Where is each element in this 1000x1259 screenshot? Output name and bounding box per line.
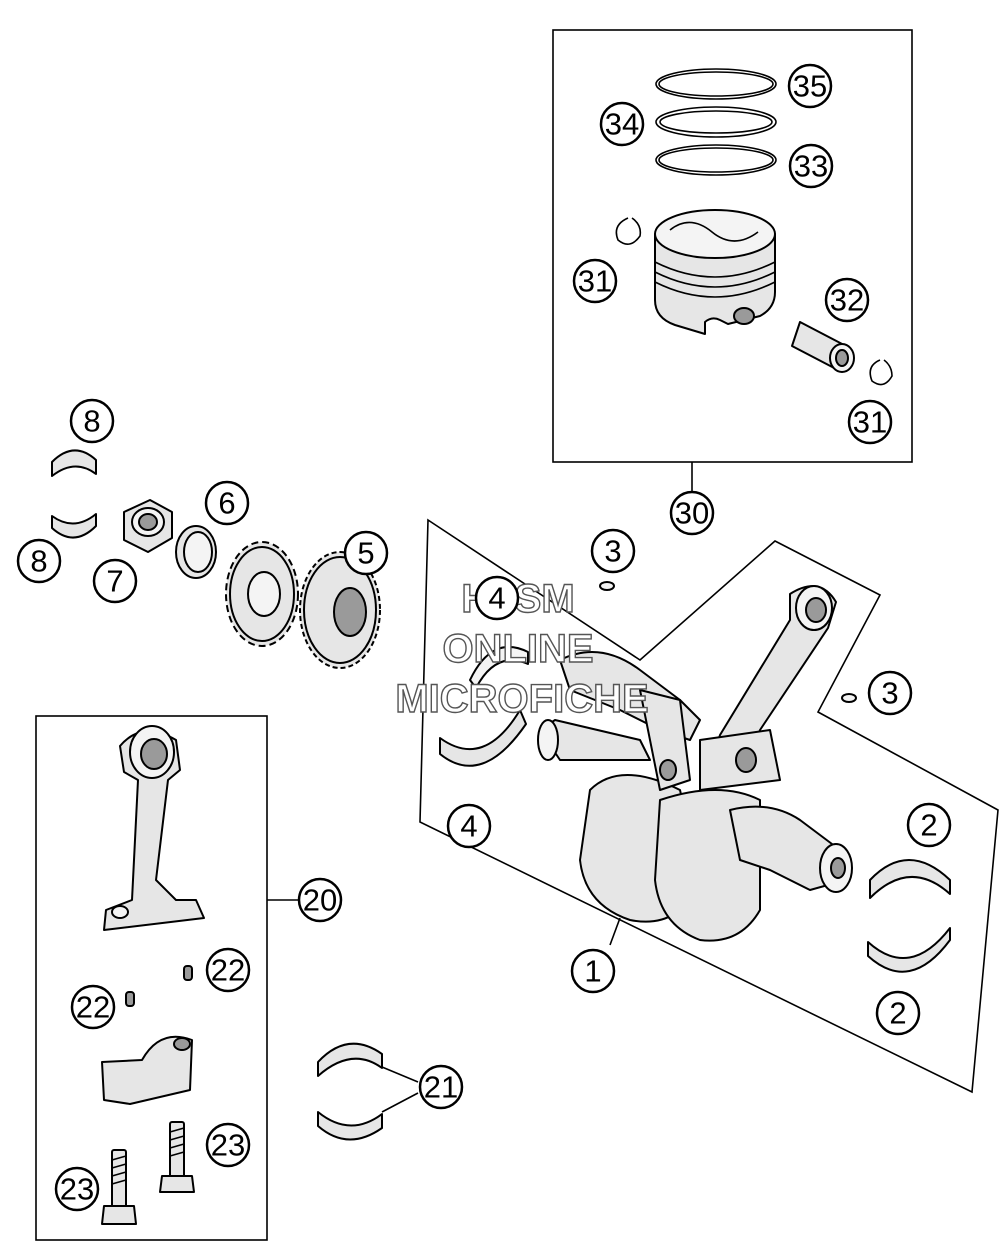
- callout-33[interactable]: 33: [788, 143, 834, 189]
- callout-30[interactable]: 30: [669, 490, 715, 536]
- piston-group-frame: [552, 29, 913, 463]
- callout-22-right-label: 22: [211, 953, 245, 988]
- main-bearing-shell-right-upper: [869, 859, 951, 899]
- piston-rings: [655, 68, 777, 176]
- callout-20[interactable]: 20: [297, 877, 343, 923]
- callout-4-lower-label: 4: [460, 809, 477, 844]
- callout-2-lower-label: 2: [889, 996, 906, 1031]
- callout-31-lower[interactable]: 31: [847, 399, 893, 445]
- piston: [654, 209, 776, 335]
- callout-31-upper-label: 31: [578, 264, 612, 299]
- callout-3-upper-label: 3: [604, 534, 621, 569]
- callout-3-upper[interactable]: 3: [590, 528, 636, 574]
- main-bearing-shell-left-upper: [469, 645, 529, 689]
- callout-3-right[interactable]: 3: [867, 670, 913, 716]
- callout-2-lower[interactable]: 2: [875, 990, 921, 1036]
- callout-32-label: 32: [830, 283, 864, 318]
- piston-pin-circlips: [615, 217, 893, 386]
- rod-cap-detail: [101, 1035, 193, 1105]
- callout-5-label: 5: [357, 536, 374, 571]
- callout-31-lower-label: 31: [853, 405, 887, 440]
- washer: [175, 525, 217, 579]
- piston-pin: [791, 321, 855, 373]
- callout-34-label: 34: [605, 107, 639, 142]
- hex-nut: [123, 499, 173, 553]
- connecting-rod-second: [559, 651, 701, 791]
- balancer-bearing-shell-lower: [51, 513, 97, 539]
- gear-wheel: [299, 551, 381, 669]
- callout-31-upper[interactable]: 31: [572, 258, 618, 304]
- woodruff-key-upper: [599, 581, 615, 591]
- callout-4-lower[interactable]: 4: [446, 803, 492, 849]
- callout-20-label: 20: [303, 883, 337, 918]
- rod-bearing-shell-upper: [317, 1042, 383, 1077]
- rod-bearing-shell-lower: [317, 1111, 383, 1141]
- callout-8-upper-label: 8: [83, 404, 100, 439]
- callout-8-lower[interactable]: 8: [16, 538, 62, 584]
- callout-7[interactable]: 7: [92, 558, 138, 604]
- woodruff-key-right: [841, 693, 857, 703]
- watermark: HLSM ONLINE MICROFICHE: [395, 576, 650, 721]
- callout-2-upper-label: 2: [920, 808, 937, 843]
- callout-35[interactable]: 35: [787, 63, 833, 109]
- rod-bolt-right: [159, 1121, 195, 1193]
- callout-34[interactable]: 34: [599, 101, 645, 147]
- main-bearing-shell-right-lower: [867, 927, 951, 973]
- callout-1-label: 1: [584, 954, 601, 989]
- callout-23-left-label: 23: [60, 1172, 94, 1207]
- callout-1[interactable]: 1: [570, 948, 616, 994]
- dowel-pin-right: [183, 965, 193, 981]
- callout-21[interactable]: 21: [418, 1064, 464, 1110]
- callout-22-right[interactable]: 22: [205, 947, 251, 993]
- balancer-bearing-shell-upper: [51, 449, 97, 477]
- callout-8-lower-label: 8: [30, 544, 47, 579]
- rod-bolt-left: [101, 1149, 137, 1225]
- callout-7-label: 7: [106, 564, 123, 599]
- callout-4-upper-label: 4: [488, 581, 505, 616]
- watermark-line-2: ONLINE: [442, 627, 593, 671]
- callout-8-upper[interactable]: 8: [69, 398, 115, 444]
- connecting-rod-installed: [699, 585, 837, 791]
- watermark-line-3: MICROFICHE: [395, 677, 648, 721]
- callout-5[interactable]: 5: [343, 530, 389, 576]
- callout-23-right-label: 23: [211, 1128, 245, 1163]
- callout-23-right[interactable]: 23: [205, 1122, 251, 1168]
- callout-6[interactable]: 6: [204, 480, 250, 526]
- callout-3-right-label: 3: [881, 676, 898, 711]
- conrod-group-frame: [35, 715, 268, 1241]
- callout-23-left[interactable]: 23: [54, 1166, 100, 1212]
- callout-4-upper[interactable]: 4: [474, 575, 520, 621]
- crankshaft: [537, 719, 853, 942]
- callout-22-left-label: 22: [76, 990, 110, 1025]
- callout-32[interactable]: 32: [824, 277, 870, 323]
- leader-lines: [267, 462, 693, 1113]
- timing-sprocket: [225, 541, 299, 647]
- connecting-rod-detail: [103, 725, 205, 931]
- callout-35-label: 35: [793, 69, 827, 104]
- callout-6-label: 6: [218, 486, 235, 521]
- callout-33-label: 33: [794, 149, 828, 184]
- main-bearing-shell-left-lower: [439, 709, 527, 767]
- dowel-pin-left: [125, 991, 135, 1007]
- callout-30-label: 30: [675, 496, 709, 531]
- callout-22-left[interactable]: 22: [70, 984, 116, 1030]
- crankshaft-group-frame: [419, 518, 999, 1094]
- callout-2-upper[interactable]: 2: [906, 802, 952, 848]
- callout-21-label: 21: [424, 1070, 458, 1105]
